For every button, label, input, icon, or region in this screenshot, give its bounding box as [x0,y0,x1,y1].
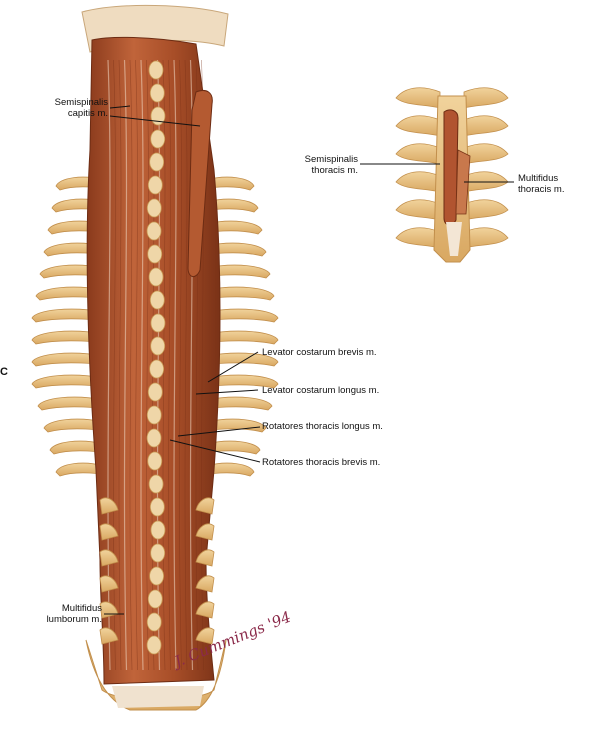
spinous-process [147,382,163,402]
spinous-process [147,589,163,609]
lumbar-transverse-process [195,523,215,541]
lumbar-transverse-process [99,575,119,593]
leader-rotatores-brevis [169,439,261,463]
spinous-process [150,543,166,563]
spinous-process [150,313,166,333]
lumbar-transverse-process [99,523,119,541]
spinous-process [149,497,165,517]
spinous-process [149,152,165,172]
fascicle-streak [107,59,111,671]
fascicle-streak [184,59,188,671]
spinous-process [146,635,162,655]
spinous-process [150,336,166,356]
small-rib-right [463,199,509,221]
fascicle-streak [162,59,166,671]
label-line: Semispinalis [54,97,108,108]
small-rib-right [463,87,509,109]
leader-semispinalis-capitis-a [109,105,131,109]
leader-levator-brevis [207,351,259,383]
leader-rotatores-longus [177,426,261,437]
label-semispinalis-capitis: Semispinalis capitis m. [24,97,108,119]
small-tendon [446,222,462,256]
multifidus-thoracis-muscle [455,149,471,215]
fascicle-streak [135,59,138,671]
spinous-process [148,267,164,287]
label-semispinalis-thoracis: Semispinalis thoracis m. [276,154,358,176]
lumbar-transverse-process [99,497,119,515]
small-rib-right [463,143,509,165]
lumbar-transverse-process [195,549,215,567]
spinous-process [149,359,165,379]
spinous-processes [99,60,215,655]
spinous-process [147,175,163,195]
sacrum-tendon [112,686,204,708]
label-line: thoracis m. [311,165,358,176]
fascicle-streak [173,59,177,671]
spinous-process [149,290,165,310]
spinous-process [146,405,162,425]
fascicle-streak [123,59,128,671]
label-line: lumborum m. [46,614,102,625]
spinous-process [148,474,164,494]
spinous-process [146,221,162,241]
leader-lines [104,105,514,615]
label-multifidus-thoracis: Multifidus thoracis m. [518,173,564,195]
spinous-process [146,612,162,632]
small-ribs [395,87,509,249]
spinous-process [149,83,165,103]
fascicle-streak [168,59,171,671]
fascicle-streak [113,59,116,671]
fascicle-streak [151,59,155,671]
spinous-process [150,520,166,540]
leader-levator-longus [195,389,259,395]
label-levator-costarum-longus: Levator costarum longus m. [262,385,380,396]
spinous-process [146,198,162,218]
small-rib-right [463,227,509,249]
lumbar-transverse-process [195,497,215,515]
fascicle-streak [179,59,182,671]
spinous-process [147,244,163,264]
label-line: Multifidus [518,173,559,184]
lumbar-transverse-process [195,601,215,619]
label-line: Semispinalis [304,154,358,165]
label-rotatores-thoracis-longus: Rotatores thoracis longus m. [262,421,383,432]
main-spine-figure [31,4,279,711]
fascicle-streak [129,59,133,671]
small-rib-left [395,227,441,249]
small-rib-left [395,199,441,221]
leader-semispinalis-capitis-b [109,115,201,127]
spinous-process [150,129,166,149]
small-rib-left [395,171,441,193]
muscle-fascicles [107,59,204,671]
thoracic-detail-figure [395,87,509,263]
lumbar-transverse-process [195,575,215,593]
lumbar-transverse-process [195,627,215,645]
lumbar-transverse-process [99,549,119,567]
semispinalis-capitis-right-strap [187,90,213,277]
semispinalis-thoracis-muscle [443,109,459,226]
spinous-process [149,566,165,586]
lumbar-transverse-process [99,627,119,645]
label-levator-costarum-brevis: Levator costarum brevis m. [262,347,377,358]
small-rib-right [463,115,509,137]
spinous-process [146,428,162,448]
fascicle-streak [140,59,144,671]
spinous-process [147,451,163,471]
panel-letter: C [0,366,8,378]
small-rib-left [395,87,441,109]
small-rib-left [395,143,441,165]
fascicle-streak [118,59,122,671]
small-rib-left [395,115,441,137]
fascicle-streak [146,59,149,671]
label-line: Multifidus [61,603,102,614]
spinous-process [148,60,164,80]
label-multifidus-lumborum: Multifidus lumborum m. [20,603,102,625]
label-line: capitis m. [67,108,108,119]
label-rotatores-thoracis-brevis: Rotatores thoracis brevis m. [262,457,381,468]
label-line: thoracis m. [518,184,565,195]
